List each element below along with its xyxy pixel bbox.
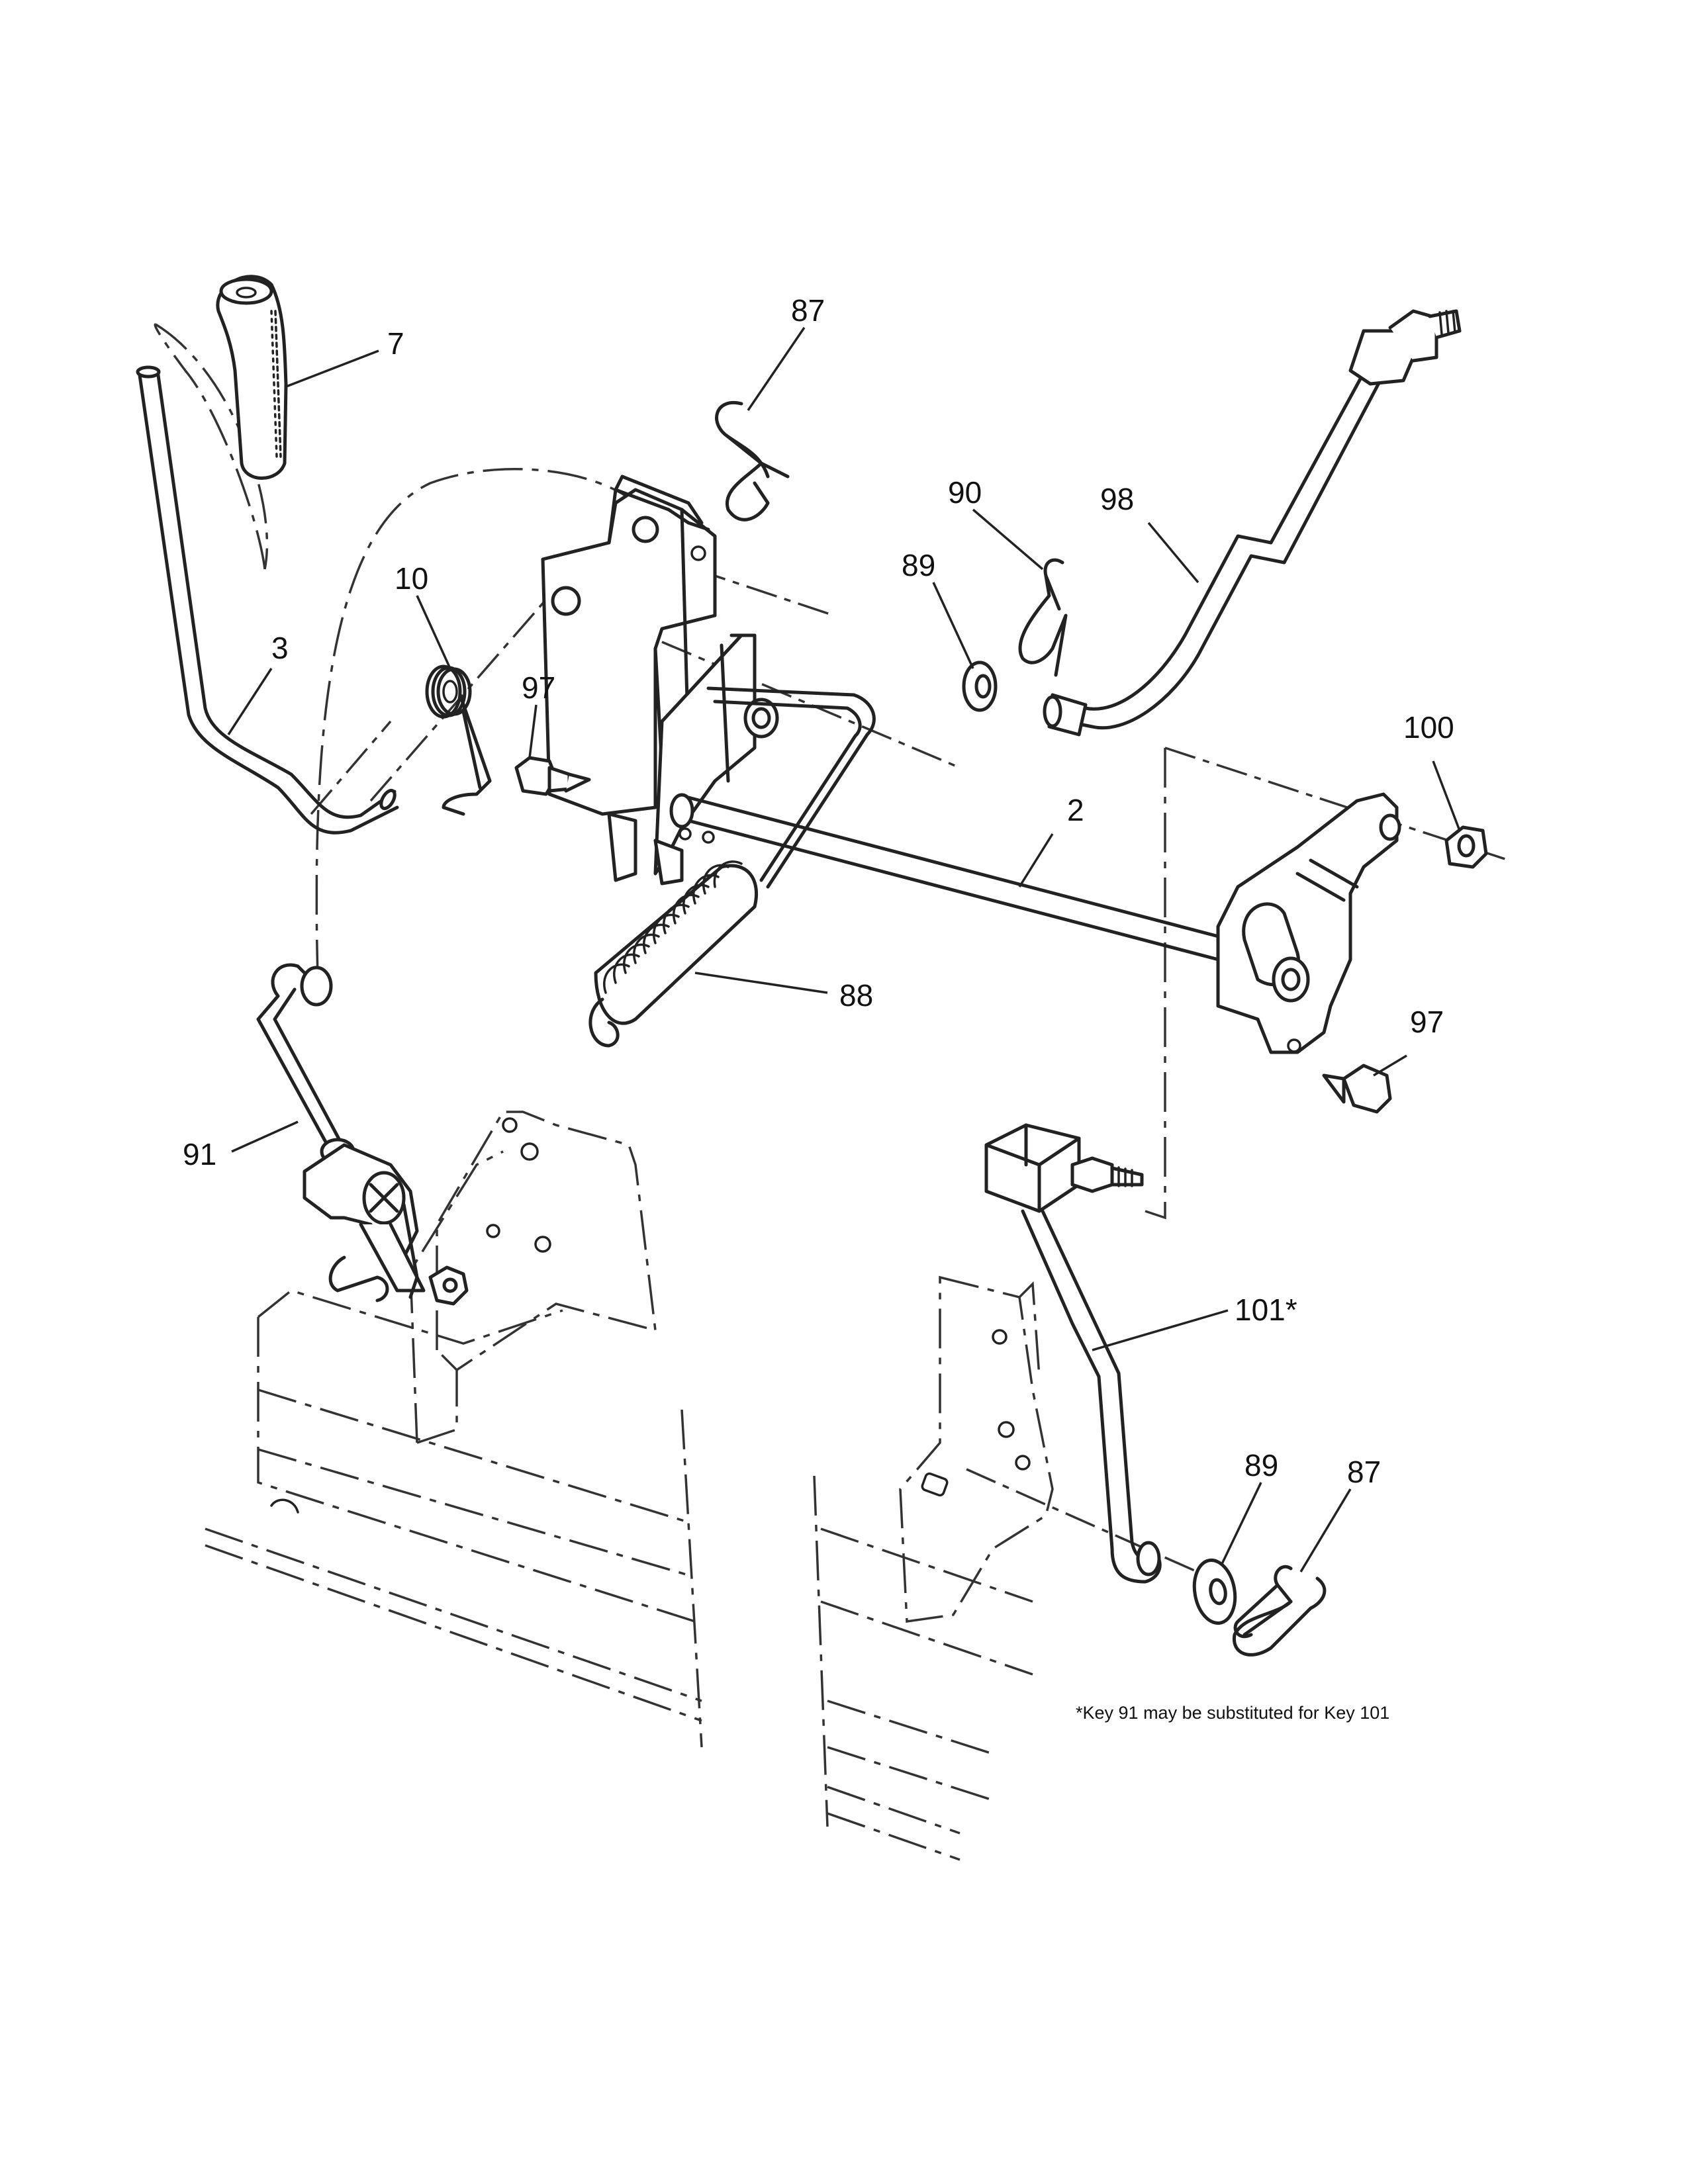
extension-spring [588, 860, 759, 1048]
callout-3: 3 [271, 631, 289, 665]
lift-shaft [669, 793, 1233, 965]
mower-deck-outline [205, 1289, 1033, 1861]
callout-10: 10 [395, 561, 428, 596]
substitution-footnote: *Key 91 may be substituted for Key 101 [1076, 1703, 1389, 1723]
callout-89-bottom: 89 [1244, 1448, 1278, 1482]
lift-link-rod [1043, 309, 1462, 737]
adjustment-link-right [984, 1123, 1162, 1584]
callout-101: 101* [1235, 1293, 1297, 1327]
hairpin-clip-90 [1018, 558, 1068, 677]
hex-bolt-right [1322, 1064, 1392, 1114]
hex-nut-100 [1444, 825, 1488, 869]
callout-7: 7 [387, 326, 404, 361]
left-hanger-bracket [270, 1111, 657, 1514]
hairpin-clip-bottom [1233, 1565, 1327, 1657]
callout-91: 91 [183, 1137, 216, 1171]
callout-2: 2 [1067, 793, 1084, 827]
spring-link-wire [706, 686, 876, 889]
right-hanger-bracket [899, 1275, 1054, 1623]
callout-89-top: 89 [902, 548, 935, 582]
callout-100: 100 [1403, 710, 1454, 745]
adjustment-link-left [256, 963, 469, 1306]
handle-grip [216, 275, 288, 480]
hairpin-clip-top [715, 400, 790, 522]
leader-lines [227, 327, 1461, 1572]
flat-washer-top [962, 660, 998, 712]
right-lift-arm [1216, 792, 1401, 1054]
torsion-spring [425, 664, 492, 816]
flat-washer-bottom [1192, 1558, 1237, 1625]
callout-87-top: 87 [791, 293, 825, 328]
callout-87-bottom: 87 [1347, 1455, 1381, 1489]
callout-numbers: 7 87 90 98 89 10 3 97 100 2 88 97 91 101… [183, 293, 1454, 1489]
hex-bolt-left [514, 756, 591, 796]
callout-88: 88 [839, 978, 873, 1013]
callout-97-left: 97 [522, 670, 555, 705]
lift-handle-rod [136, 365, 399, 835]
callout-90: 90 [948, 475, 982, 510]
callout-98: 98 [1100, 482, 1134, 516]
callout-97-right: 97 [1410, 1005, 1444, 1039]
lift-bracket [541, 475, 779, 886]
